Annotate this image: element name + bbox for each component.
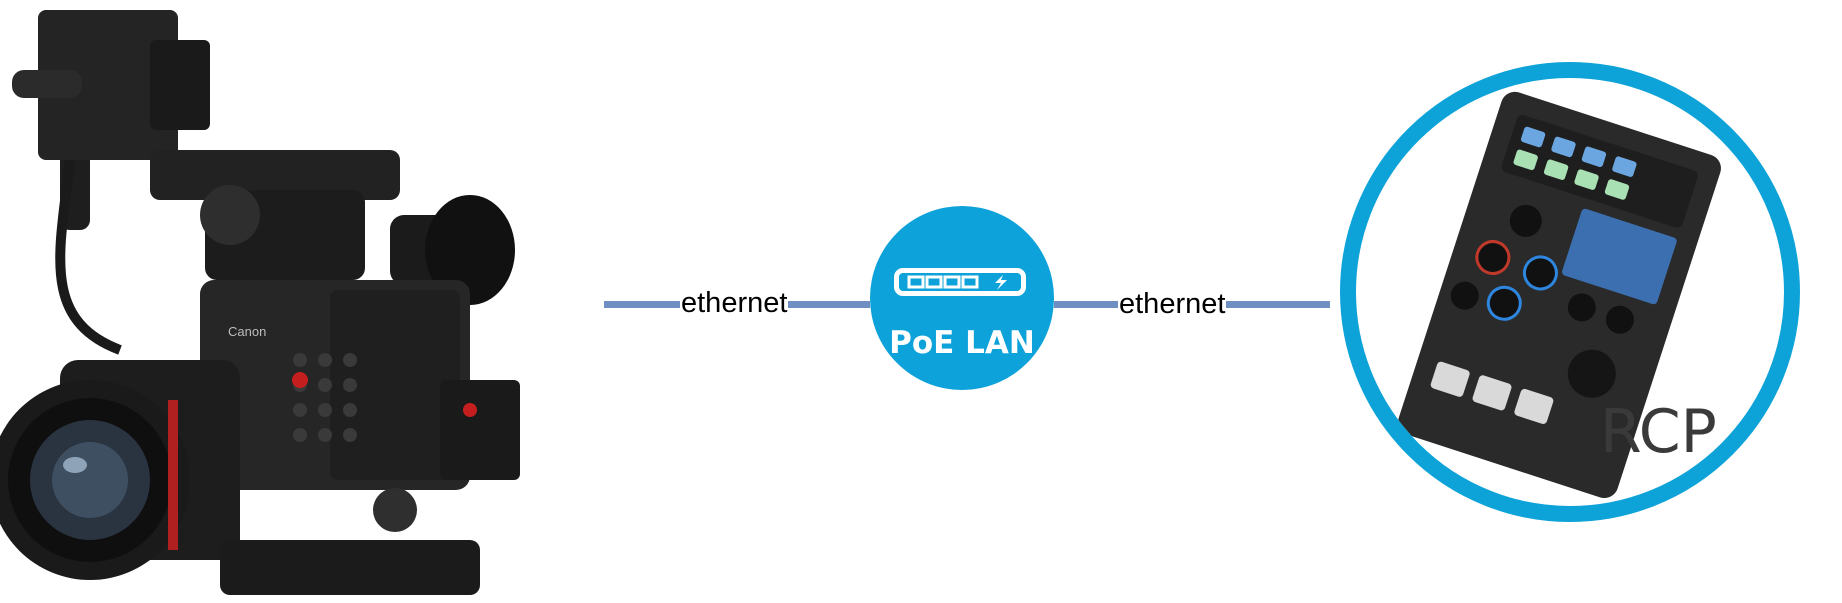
remote-control-panel-icon (1398, 91, 1721, 499)
camera-brand-text: Canon (228, 324, 266, 339)
network-switch-icon (894, 268, 1026, 296)
poe-lan-switch: PoE LAN (870, 206, 1054, 390)
rcp-label: RCP (1600, 397, 1717, 467)
cinema-camera-icon: Canon (0, 10, 520, 595)
link-label-right: ethernet (1118, 288, 1227, 320)
link-label-left: ethernet (680, 287, 789, 319)
rcp-ring (1340, 62, 1800, 522)
poe-lan-label: PoE LAN (889, 325, 1035, 361)
